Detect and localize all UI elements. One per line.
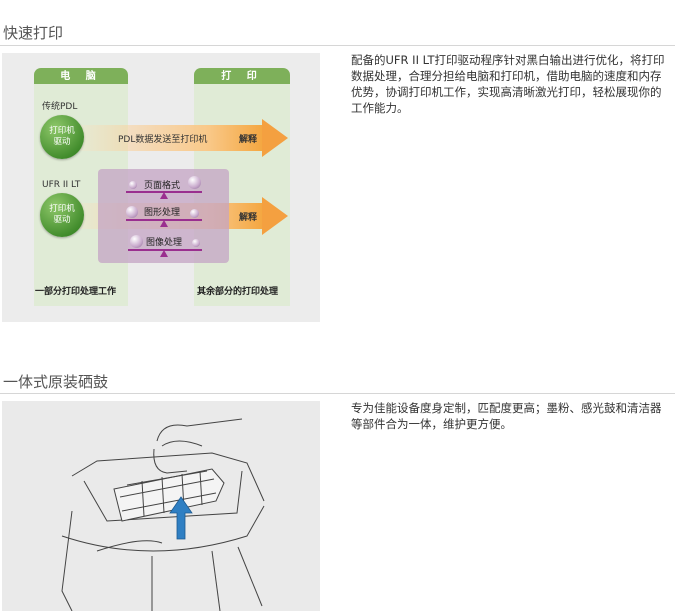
pc-footer-label: 一部分打印处理工作 (35, 287, 117, 297)
interpret-label-2: 解释 (239, 213, 258, 223)
arrow-up-icon (169, 496, 193, 540)
toner-install-drawing (61, 418, 265, 611)
process-ball-large (188, 176, 201, 189)
process-graphics: 图形处理 (144, 208, 181, 218)
process-pivot (160, 250, 168, 257)
process-page-format: 页面格式 (144, 181, 181, 191)
section-divider (0, 393, 675, 394)
pc-column-header: 电 脑 (34, 68, 128, 85)
process-ball-small (129, 181, 137, 189)
process-ball-small (192, 239, 200, 247)
printer-driver-icon-legacy: 打印机驱动 (40, 115, 84, 159)
ufr-processing-box (98, 169, 229, 263)
legacy-pdl-label: 传统PDL (42, 102, 78, 112)
ufr-label: UFR II LT (42, 180, 81, 190)
printer-footer-label: 其余部分的打印处理 (197, 287, 279, 297)
toner-description: 专为佳能设备度身定制，匹配度更高；墨粉、感光鼓和清洁器等部件合为一体，维护更方便… (351, 401, 662, 431)
process-image: 图像处理 (146, 238, 183, 248)
pdl-arrow-text: PDL数据发送至打印机 (118, 135, 208, 145)
process-ball-large (130, 235, 143, 248)
print-flow-diagram: 电 脑 打 印 传统PDL 打印机驱动 PDL数据发送至打印机 解释 UFR I… (2, 53, 320, 322)
process-ball-small (190, 209, 199, 218)
pdl-arrow (74, 119, 288, 157)
fast-print-description: 配备的UFR II LT打印驱动程序针对黑白输出进行优化，将打印数据处理，合理分… (351, 53, 665, 115)
process-pivot (160, 192, 168, 199)
printer-driver-label: 打印机驱动 (49, 126, 75, 147)
printer-driver-label: 打印机驱动 (49, 204, 75, 225)
section-title-fast-print: 快速打印 (3, 24, 64, 42)
printer-driver-icon-ufr: 打印机驱动 (40, 193, 84, 237)
toner-cartridge-illustration (2, 401, 320, 611)
section-divider (0, 45, 675, 46)
interpret-label-1: 解释 (239, 135, 258, 145)
process-ball-large (126, 206, 138, 218)
printer-column-header: 打 印 (194, 68, 290, 85)
section-title-toner: 一体式原装硒鼓 (3, 373, 109, 391)
process-pivot (160, 220, 168, 227)
